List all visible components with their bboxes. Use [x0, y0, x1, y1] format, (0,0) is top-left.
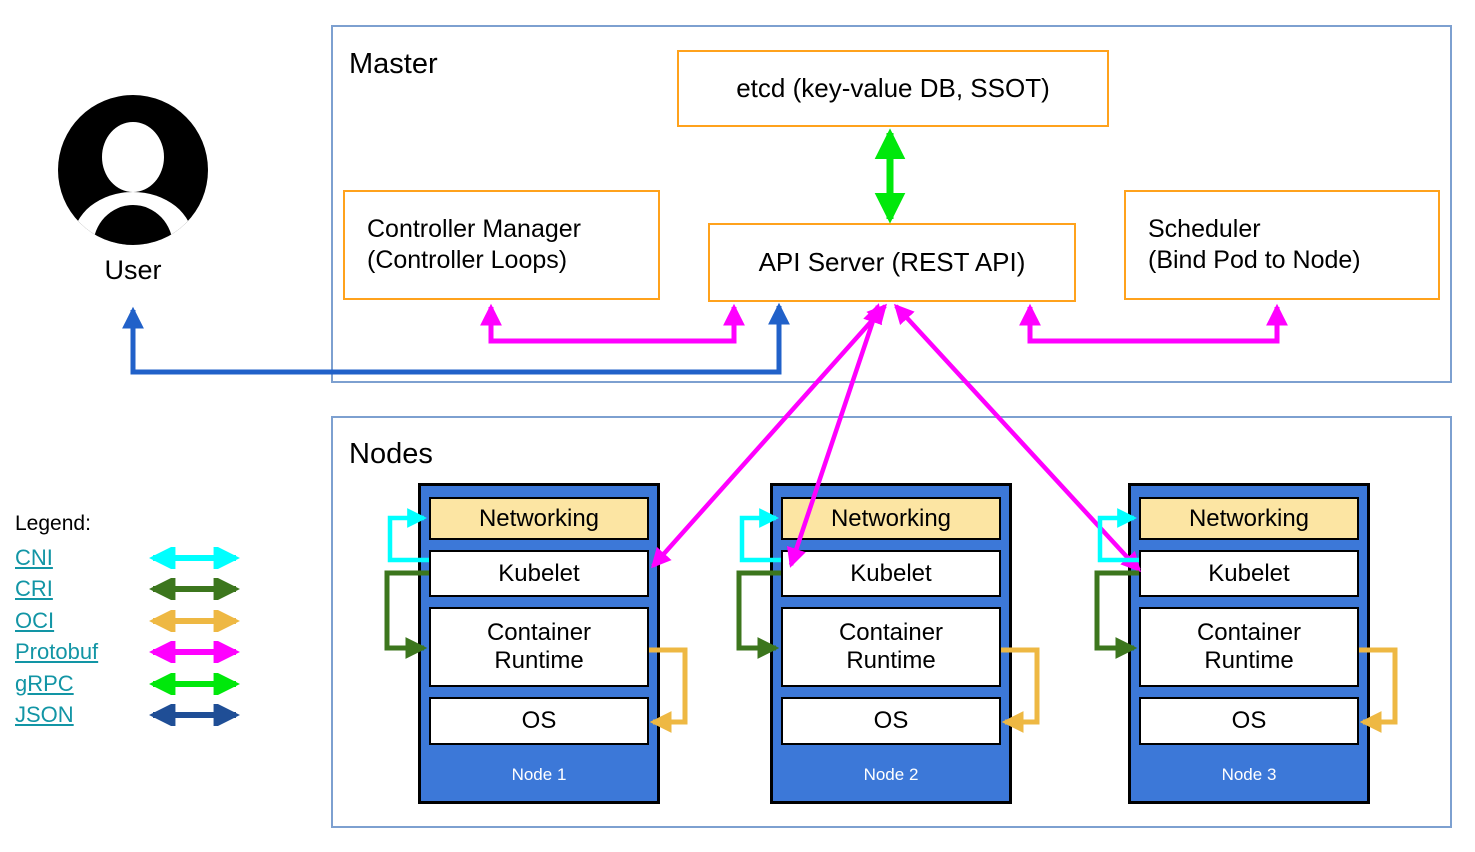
controller-manager-line1: Controller Manager [367, 214, 581, 243]
node-1-os-layer: OS [429, 697, 649, 745]
etcd-box: etcd (key-value DB, SSOT) [677, 50, 1109, 127]
scheduler-line2: (Bind Pod to Node) [1148, 246, 1361, 274]
json-legend-arrow-icon [149, 704, 240, 727]
legend-row-cni: CNI [15, 542, 275, 574]
node-3-kubelet-label: Kubelet [1208, 559, 1290, 587]
legend-link-cni[interactable]: CNI [15, 544, 53, 570]
api-server-label: API Server (REST API) [758, 247, 1026, 277]
node-1-networking-label: Networking [478, 504, 600, 532]
legend-title: Legend: [15, 512, 91, 535]
cri-legend-arrow-icon [149, 578, 240, 601]
node-3-name: Node 3 [1221, 765, 1277, 784]
node-1-container-runtime-label: Container Runtime [486, 619, 592, 674]
node-3-os-label: OS [1231, 707, 1267, 735]
scheduler-label: Scheduler (Bind Pod to Node) [1148, 214, 1361, 277]
cni-legend-arrow-icon [149, 546, 240, 569]
node-1-kubelet-label: Kubelet [498, 559, 580, 587]
node-3-kubelet-layer: Kubelet [1139, 550, 1359, 597]
node-1-name: Node 1 [511, 765, 567, 784]
node-3-container-runtime-label: Container Runtime [1196, 619, 1302, 674]
node-1-kubelet-layer: Kubelet [429, 550, 649, 597]
user-icon [58, 95, 208, 245]
grpc-legend-arrow-icon [149, 672, 240, 695]
protobuf-legend-arrow-icon [149, 641, 240, 664]
user-label: User [104, 255, 162, 285]
node-2-os-label: OS [873, 707, 909, 735]
legend-link-json[interactable]: JSON [15, 702, 74, 728]
controller-manager-line2: (Controller Loops) [367, 246, 568, 274]
node-3-container-runtime-layer: Container Runtime [1139, 607, 1359, 687]
legend-link-protobuf[interactable]: Protobuf [15, 639, 99, 665]
node-3: Networking Kubelet Container Runtime OS … [1128, 483, 1370, 804]
nodes-title: Nodes [349, 438, 433, 470]
etcd-label: etcd (key-value DB, SSOT) [736, 73, 1050, 103]
legend-row-cri: CRI [15, 574, 275, 606]
legend-link-grpc[interactable]: gRPC [15, 670, 74, 696]
legend: Legend: CNI CRI OCI Protobuf gRP [15, 512, 275, 731]
scheduler-line1: Scheduler [1148, 214, 1261, 243]
legend-link-oci[interactable]: OCI [15, 607, 55, 633]
master-title: Master [349, 48, 438, 80]
api-server-box: API Server (REST API) [708, 223, 1076, 302]
scheduler-box: Scheduler (Bind Pod to Node) [1124, 190, 1440, 300]
node-1-container-runtime-layer: Container Runtime [429, 607, 649, 687]
node-3-networking-label: Networking [1188, 504, 1310, 532]
node-1: Networking Kubelet Container Runtime OS … [418, 483, 660, 804]
legend-row-oci: OCI [15, 605, 275, 637]
node-1-networking-layer: Networking [429, 497, 649, 540]
node-3-os-layer: OS [1139, 697, 1359, 745]
legend-link-cri[interactable]: CRI [15, 576, 53, 602]
user: User [58, 95, 208, 286]
node-2-networking-label: Networking [830, 504, 952, 532]
legend-row-protobuf: Protobuf [15, 637, 275, 669]
node-2-name: Node 2 [863, 765, 919, 784]
node-2-os-layer: OS [781, 697, 1001, 745]
legend-row-grpc: gRPC [15, 668, 275, 700]
node-3-networking-layer: Networking [1139, 497, 1359, 540]
node-2-container-runtime-layer: Container Runtime [781, 607, 1001, 687]
node-1-os-label: OS [521, 707, 557, 735]
node-2-kubelet-layer: Kubelet [781, 550, 1001, 597]
node-2-kubelet-label: Kubelet [850, 559, 932, 587]
controller-manager-box: Controller Manager (Controller Loops) [343, 190, 660, 300]
node-2: Networking Kubelet Container Runtime OS … [770, 483, 1012, 804]
controller-manager-label: Controller Manager (Controller Loops) [367, 214, 581, 277]
oci-legend-arrow-icon [149, 609, 240, 632]
legend-row-json: JSON [15, 700, 275, 732]
node-2-container-runtime-label: Container Runtime [838, 619, 944, 674]
node-2-networking-layer: Networking [781, 497, 1001, 540]
